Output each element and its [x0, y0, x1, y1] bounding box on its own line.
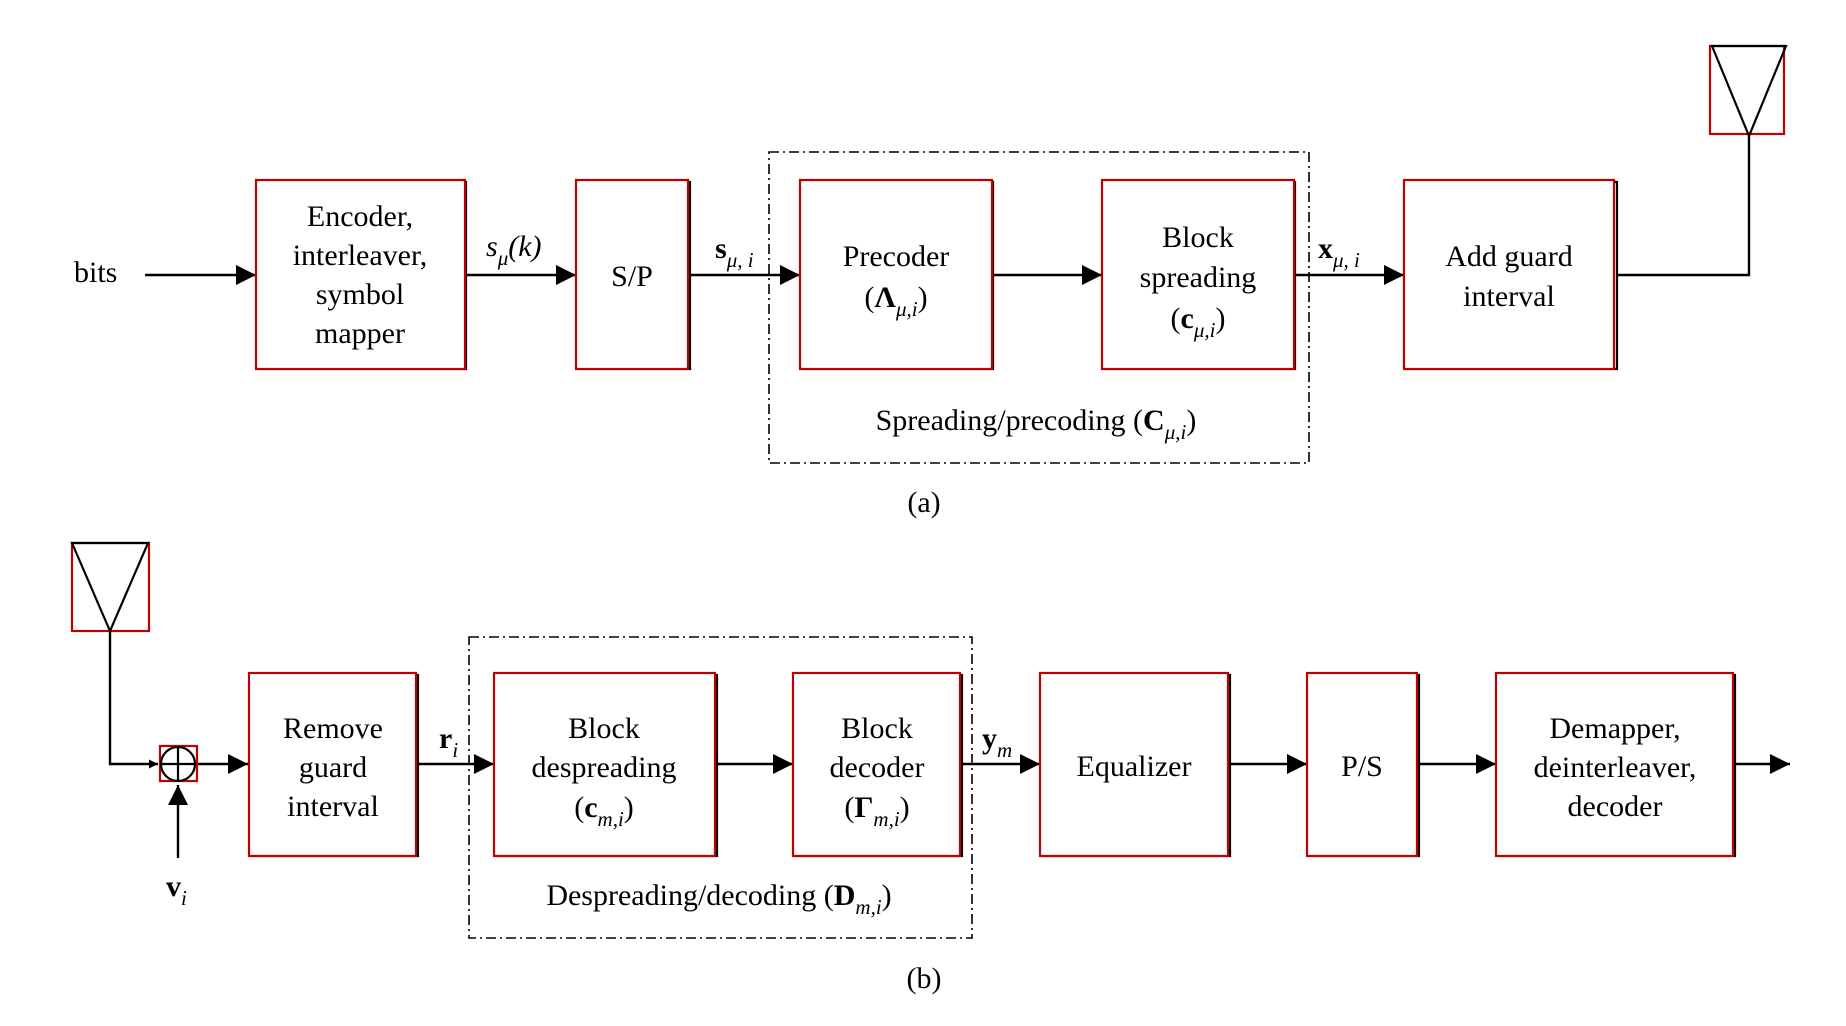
encoder-line-4: mapper — [315, 317, 405, 350]
tx-antenna-feed — [1616, 136, 1751, 277]
block-spreading-block: Block spreading (cμ,i) — [1100, 178, 1297, 371]
serial-to-parallel-block: S/P — [574, 178, 692, 371]
rx-antenna-feed — [108, 631, 158, 769]
demapper-block: Demapper, deinterleaver, decoder — [1494, 671, 1737, 858]
demapper-line-1: Demapper, — [1549, 712, 1680, 745]
sp-label: S/P — [611, 260, 653, 293]
encoder-line-2: interleaver, — [293, 239, 428, 272]
despreading-line-1: Block — [568, 712, 640, 745]
parallel-to-serial-block: P/S — [1305, 671, 1421, 858]
r-vector-label: ri — [439, 722, 458, 762]
adder-icon — [158, 744, 199, 783]
equalizer-block: Equalizer — [1038, 671, 1232, 858]
remove-guard-line-1: Remove — [283, 712, 383, 745]
demapper-line-3: decoder — [1568, 790, 1663, 823]
remove-guard-line-2: guard — [299, 751, 367, 784]
v-vector-label: vi — [166, 870, 187, 910]
transmitter-diagram: bits Encoder, interleaver, symbol mapper… — [74, 44, 1788, 519]
s-mu-k-label: sμ(k) — [486, 230, 542, 270]
caption-a: (a) — [907, 486, 940, 519]
receiver-diagram: Remove guard interval Block despreading … — [70, 541, 1790, 995]
precoder-block: Precoder (Λμ,i) — [798, 178, 995, 371]
add-guard-line-2: interval — [1463, 280, 1555, 313]
encoder-line-1: Encoder, — [307, 200, 413, 233]
ps-label: P/S — [1341, 750, 1383, 783]
encoder-block: Encoder, interleaver, symbol mapper — [254, 178, 468, 371]
encoder-line-3: symbol — [316, 278, 404, 311]
despreading-decoding-label: Despreading/decoding (Dm,i) — [546, 879, 891, 919]
decoder-line-1: Block — [841, 712, 913, 745]
decoder-symbol: (Γm,i) — [844, 791, 909, 831]
s-vector-label: sμ, i — [715, 232, 754, 272]
spreading-precoding-label: Spreading/precoding (Cμ,i) — [876, 404, 1197, 444]
equalizer-label: Equalizer — [1077, 750, 1192, 783]
decoder-line-2: decoder — [830, 751, 925, 784]
y-vector-label: ym — [982, 722, 1012, 762]
add-guard-interval-block: Add guard interval — [1402, 178, 1619, 371]
bits-label: bits — [74, 256, 117, 289]
despreading-decoding-group — [468, 636, 973, 939]
block-despreading-block: Block despreading (cm,i) — [492, 671, 719, 858]
tx-antenna-icon — [1708, 44, 1788, 139]
add-guard-line-1: Add guard — [1445, 240, 1572, 273]
despreading-line-2: despreading — [532, 751, 677, 784]
x-vector-label: xμ, i — [1318, 232, 1360, 272]
spreading-line-1: Block — [1162, 221, 1234, 254]
rx-antenna-icon — [70, 541, 151, 634]
remove-guard-interval-block: Remove guard interval — [247, 671, 420, 858]
remove-guard-line-3: interval — [287, 790, 379, 823]
block-decoder-block: Block decoder (Γm,i) — [791, 671, 964, 858]
precoder-label: Precoder — [843, 240, 950, 273]
spreading-precoding-group — [768, 151, 1310, 464]
demapper-line-2: deinterleaver, — [1534, 751, 1697, 784]
caption-b: (b) — [907, 962, 942, 995]
spreading-line-2: spreading — [1140, 261, 1257, 294]
